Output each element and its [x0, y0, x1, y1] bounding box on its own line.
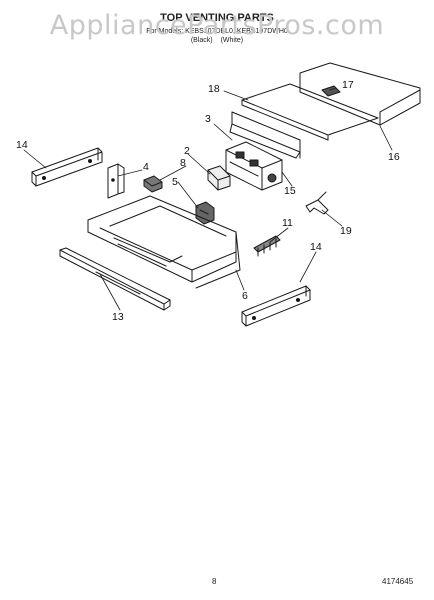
callout-14-right: 14: [310, 241, 322, 253]
part-14-left-bracket: [31, 147, 103, 187]
part-16-top-panel: [299, 62, 421, 126]
part-6-vent-duct: [87, 195, 241, 289]
part-number: 4174645: [382, 577, 414, 586]
model-numbers: For Models: KEBS107DBL0, KEBS107DWH0: [146, 28, 288, 35]
page-number: 8: [212, 577, 217, 586]
color-black-label: (Black): [190, 37, 213, 44]
part-4-vertical-bracket: [107, 163, 125, 199]
callout-15: 15: [284, 185, 296, 197]
part-15-rear-channel: [229, 111, 301, 159]
callout-5: 5: [172, 176, 178, 188]
callout-2: 2: [184, 145, 190, 157]
diagram-title: TOP VENTING PARTS: [160, 12, 274, 24]
callout-18: 18: [208, 83, 220, 95]
part-11-spring-clip: [253, 235, 281, 257]
part-18-duct-cover: [241, 83, 379, 141]
color-white-label: (White): [220, 37, 244, 44]
callout-8: 8: [180, 157, 186, 169]
callout-16: 16: [388, 151, 400, 163]
callout-13: 13: [112, 311, 124, 323]
part-14-right-bracket: [241, 285, 311, 327]
part-17-clip: [321, 85, 341, 97]
callout-6: 6: [242, 290, 248, 302]
part-19-bracket: [305, 191, 329, 215]
callout-11: 11: [282, 217, 293, 229]
watermark-text: AppliancePartsPros.com: [49, 10, 385, 41]
callout-leader-lines: [23, 87, 393, 311]
callout-4: 4: [143, 161, 149, 173]
callout-14-left: 14: [16, 139, 28, 151]
part-2-block: [207, 165, 231, 191]
callout-17: 17: [342, 79, 354, 91]
part-3-blower-assembly: [225, 141, 283, 191]
part-8-connector: [143, 175, 163, 193]
part-5-fan-bracket: [195, 201, 215, 225]
callout-3: 3: [205, 113, 211, 125]
model-colors: (Black) (White): [0, 37, 434, 44]
callout-19: 19: [340, 225, 352, 237]
part-13-front-trim: [59, 247, 171, 311]
